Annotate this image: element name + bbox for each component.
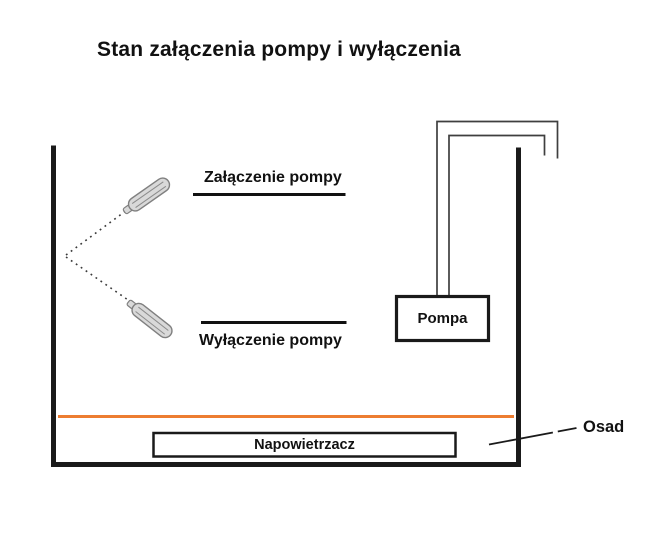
float-switch-upper	[122, 177, 171, 215]
tank-walls	[51, 145, 521, 467]
pipe-outer-line	[436, 120, 559, 296]
float-switch-lower	[126, 299, 173, 339]
float-lower-body	[131, 302, 173, 339]
pump-on-label: Załączenie pompy	[204, 169, 342, 186]
diagram-title: Stan załączenia pompy i wyłączenia	[97, 38, 461, 61]
pump-label: Pompa	[417, 309, 468, 327]
float-lower-shading	[135, 306, 169, 335]
pipe-inner-line	[448, 134, 546, 296]
float-upper-body	[127, 177, 171, 212]
sediment-label: Osad	[583, 418, 625, 436]
sediment-pointer-line	[488, 427, 577, 446]
float-upper-shading	[131, 181, 167, 208]
aerator-label: Napowietrzacz	[254, 436, 355, 453]
float-tether-upper	[65, 209, 128, 256]
pump-off-label: Wyłączenie pompy	[199, 332, 342, 349]
aerator-box	[152, 431, 457, 458]
pump-box	[394, 294, 491, 343]
float-tether-lower	[65, 256, 132, 303]
